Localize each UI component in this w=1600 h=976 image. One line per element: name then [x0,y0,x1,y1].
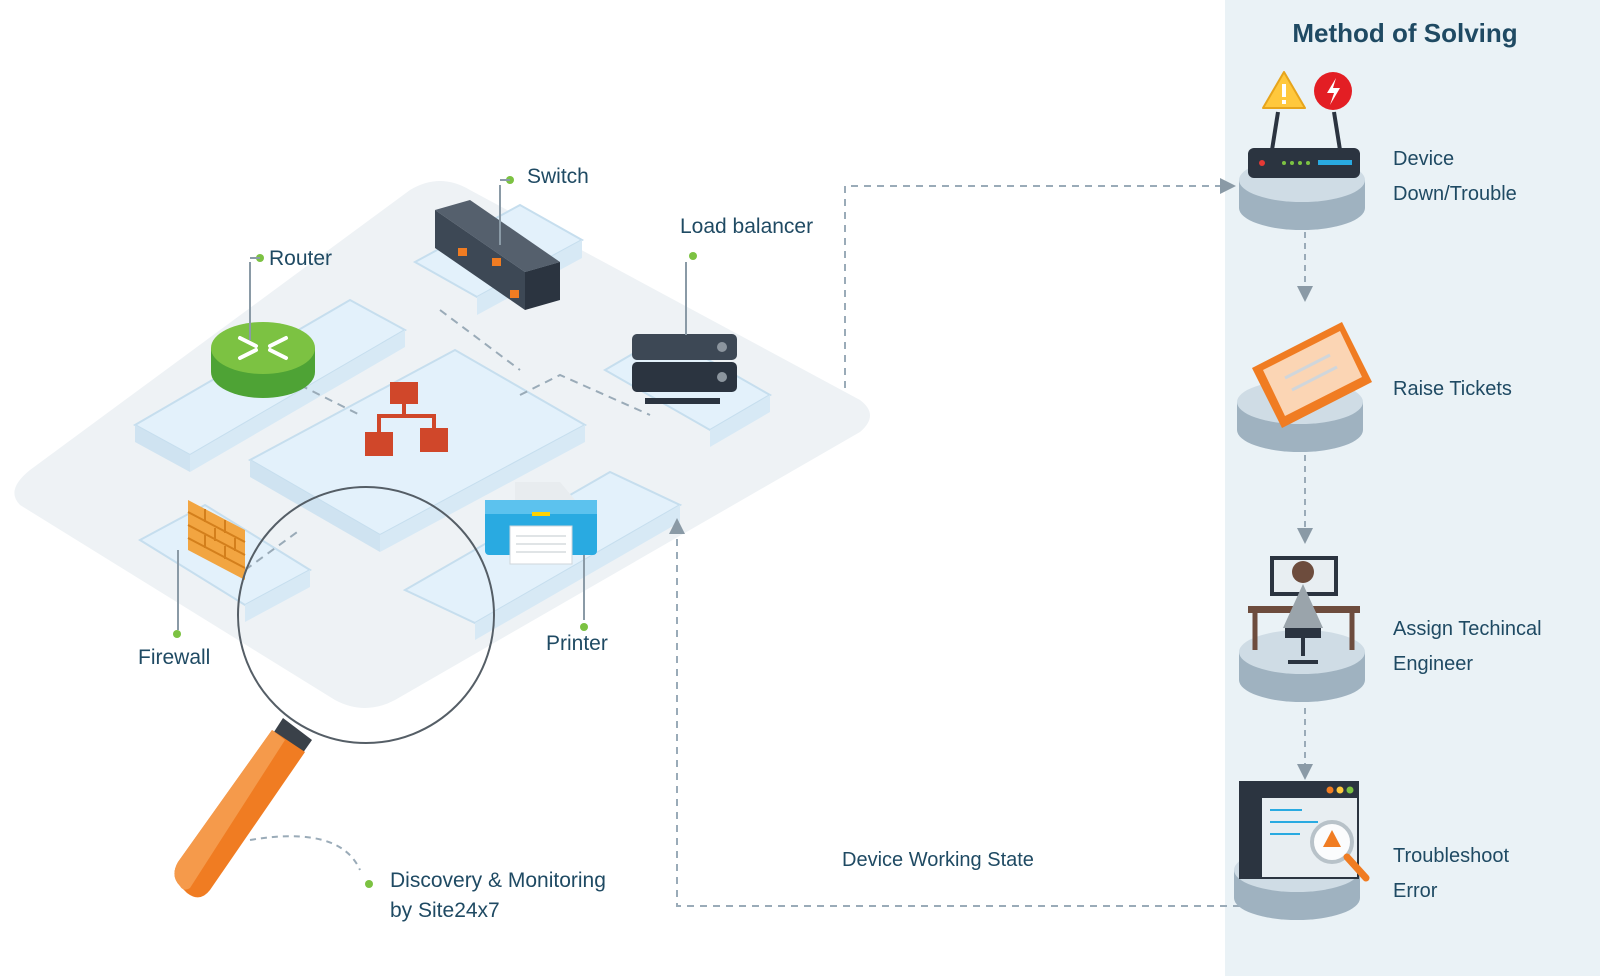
device-working-state-label: Device Working State [842,849,1034,871]
switch-icon [435,200,560,310]
step-assign-engineer-label: Assign Techincal Engineer [1393,618,1542,675]
load-balancer-icon [632,334,737,404]
discovery-label-line2: by Site24x7 [390,899,500,922]
discovery-label-line1: Discovery & Monitoring [390,869,606,892]
magnifier-icon [174,486,495,898]
load-balancer-label: Load balancer [680,215,814,238]
label-pins [173,176,697,638]
platform-center [247,348,588,552]
error-icon [1314,72,1352,110]
switch-label: Switch [527,165,589,188]
printer-label: Printer [546,632,608,655]
firewall-label: Firewall [138,646,211,669]
firewall-icon [187,500,246,580]
router-icon [211,322,315,398]
troubleshoot-icon [1239,781,1370,882]
engineer-icon [1248,556,1360,664]
router-label: Router [269,247,333,270]
warning-icon [1262,71,1306,109]
panel-title: Method of Solving [1292,18,1518,48]
discovery-pin [365,880,373,888]
working-state-arrow [669,518,1240,907]
step-raise-tickets-label: Raise Tickets [1393,378,1512,400]
printer-icon [485,482,597,565]
network-links [244,309,651,571]
step-device-down-label: Device Down/Trouble [1393,148,1517,205]
ticket-icon [1252,322,1372,428]
step-troubleshoot-label: Troubleshoot Error [1393,845,1509,902]
discovery-connector [249,835,361,871]
hierarchy-icon [365,382,448,456]
alert-flow-arrow [844,178,1236,388]
device-down-icon [1248,111,1360,178]
